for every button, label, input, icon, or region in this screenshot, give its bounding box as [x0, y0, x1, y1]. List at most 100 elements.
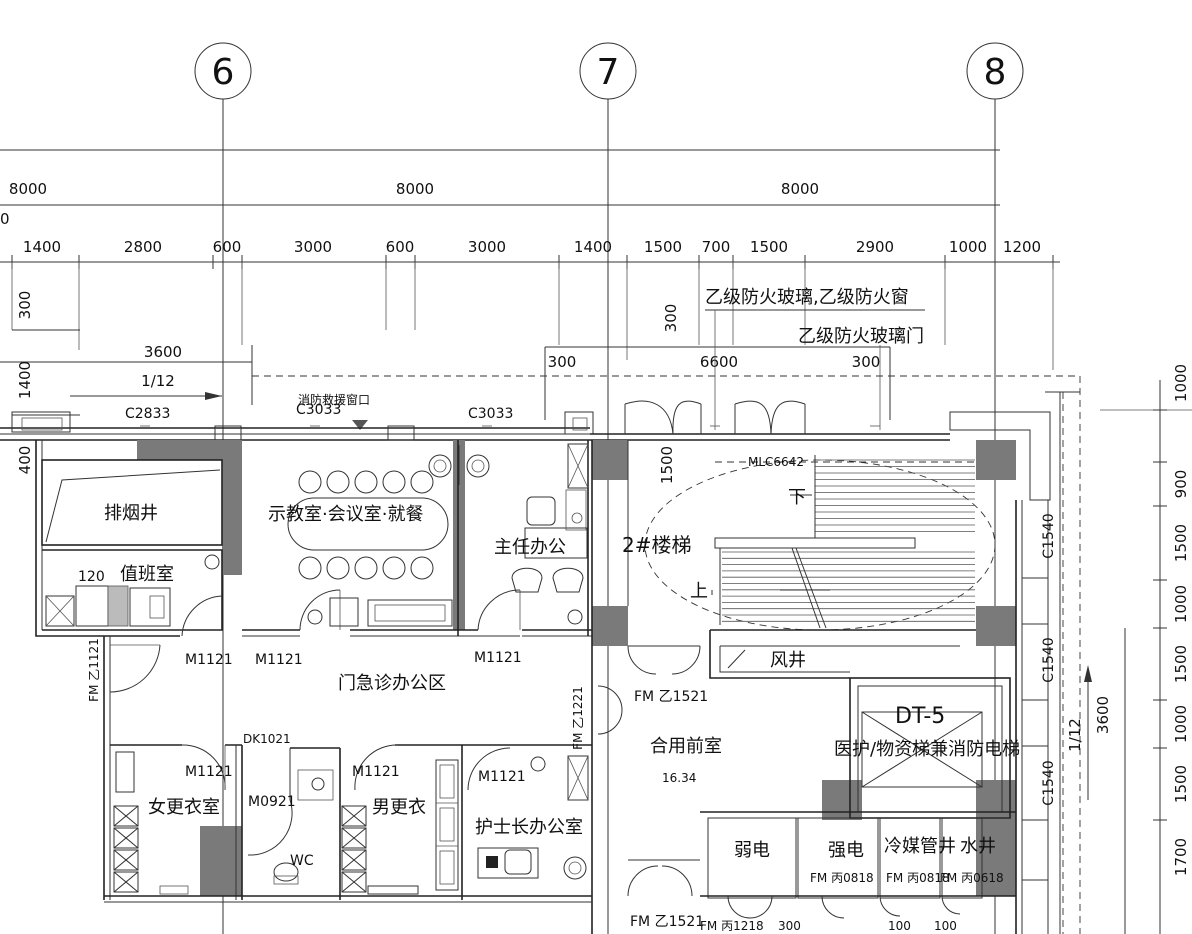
axis-label-7: 7: [597, 52, 620, 93]
dim-left-partial: 0: [0, 210, 10, 228]
dim-sub-10: 1500: [750, 238, 788, 256]
chair-icon: [410, 470, 434, 494]
room-director-office: 主任办公: [494, 537, 566, 558]
room-teaching: 示教室·会议室·就餐: [268, 504, 423, 525]
door-tag-m1121-b: M1121: [255, 652, 303, 668]
dim-sub-7: 1400: [574, 238, 612, 256]
dim-300-vertical: 300: [16, 291, 34, 320]
room-water-shaft: 水井: [960, 836, 996, 857]
chair-icon: [382, 556, 406, 580]
locker-icon: [113, 805, 139, 827]
dim-sub-13: 1200: [1003, 238, 1041, 256]
dim-sub-3: 600: [213, 238, 242, 256]
door-tag-m1121-c: M1121: [474, 650, 522, 666]
door-tag-bottom-d: 100: [934, 919, 957, 933]
walls: [35, 440, 1049, 934]
dim-300-top-vertical: 300: [662, 304, 680, 333]
door-tag-fm-0818-a: FM 丙0818: [810, 871, 874, 885]
door-tag-fm-1121: FM 乙1121: [87, 638, 101, 702]
door-tag-m1121-a: M1121: [185, 652, 233, 668]
door-tag-bottom-c: 100: [888, 919, 911, 933]
dim-1500-vertical: 1500: [658, 446, 676, 484]
dim-400-vertical: 400: [16, 446, 34, 475]
dim-sub-9: 700: [702, 238, 731, 256]
chair-icon: [382, 470, 406, 494]
locker-icon: [341, 827, 367, 849]
window-tag-c1540-b: C1540: [1041, 637, 1057, 682]
dim-sub-4: 3000: [294, 238, 332, 256]
chair-icon: [298, 556, 322, 580]
door-tag-fm-0818-b: FM 丙0818: [886, 871, 950, 885]
note-rescue-window: 消防救援窗口: [298, 392, 370, 407]
window-tag-c2833: C2833: [125, 406, 170, 422]
chair-icon: [354, 556, 378, 580]
locker-icon: [113, 871, 139, 893]
dim-3600: 3600: [144, 343, 182, 361]
door-swings: [109, 589, 961, 919]
room-lobby-area: 16.34: [662, 771, 696, 785]
door-tag-bottom-a: FM 丙1218: [700, 919, 764, 933]
dim-1400-vertical: 1400: [16, 361, 34, 399]
elevator-id: DT-5: [895, 704, 945, 729]
door-tag-fm-0618: FM 丙0618: [940, 871, 1004, 885]
locker-icon: [113, 827, 139, 849]
facade-window-strip: C2833 C3033 C3033 MLC6642: [0, 391, 1080, 934]
dim-right-6: 1000: [1172, 705, 1190, 743]
door-tag-bottom-b: 300: [778, 919, 801, 933]
dim-sub-5: 600: [386, 238, 415, 256]
room-air-shaft: 风井: [770, 650, 806, 671]
dim-sub-6: 3000: [468, 238, 506, 256]
window-tag-c3033-a: C3033: [296, 402, 341, 418]
dim-slope-1-12: 1/12: [141, 372, 175, 390]
dim-right-7: 1500: [1172, 765, 1190, 803]
dim-right-2: 900: [1172, 470, 1190, 499]
conference-table: [287, 497, 449, 551]
dim-right-3600: 3600: [1094, 696, 1112, 734]
dim-300-a: 300: [548, 353, 577, 371]
window-tag-c3033-b: C3033: [468, 406, 513, 422]
door-tag-m0921: M0921: [248, 794, 296, 810]
elevator-name: 医护/物资梯兼消防电梯: [834, 739, 1020, 760]
room-emergency-office: 门急诊办公区: [338, 673, 446, 694]
dim-6600: 6600: [700, 353, 738, 371]
locker-icon: [341, 849, 367, 871]
dim-right-slope: 1/12: [1066, 718, 1084, 752]
stair-down-label: 下: [788, 487, 806, 508]
room-labels: 排烟井 值班室 120 示教室·会议室·就餐 主任办公 2#楼梯 下 上 风井 …: [78, 487, 1020, 869]
dim-right-5: 1500: [1172, 645, 1190, 683]
door-tag-m1121-d: M1121: [185, 764, 233, 780]
dim-sub-2: 2800: [124, 238, 162, 256]
dim-sub-12: 1000: [949, 238, 987, 256]
stair-up-label: 上: [690, 581, 708, 602]
note-fire-glass-window: 乙级防火玻璃,乙级防火窗: [705, 287, 909, 308]
chair-icon: [326, 470, 350, 494]
axis-label-8: 8: [984, 52, 1007, 93]
room-wc: WC: [290, 853, 314, 869]
dim-right-8: 1700: [1172, 838, 1190, 876]
dimension-chains: 8000 8000 8000 0 1400 2800 600 3000 600 …: [0, 143, 1192, 934]
dim-right-3: 1500: [1172, 524, 1190, 562]
room-women-locker: 女更衣室: [148, 797, 220, 818]
fire-notes: 乙级防火玻璃,乙级防火窗 乙级防火玻璃门 消防救援窗口: [298, 287, 925, 430]
door-tag-fm-1221: FM 乙1221: [571, 686, 585, 750]
chair-icon: [298, 470, 322, 494]
room-men-locker: 男更衣: [372, 797, 426, 818]
locker-icon: [341, 871, 367, 893]
room-stair-2: 2#楼梯: [622, 533, 691, 557]
dim-300-b: 300: [852, 353, 881, 371]
sink-icon-2: [466, 454, 490, 478]
chair-icon: [354, 470, 378, 494]
door-tags: M1121 M1121 M1121 M1121 M1121 M1121 M092…: [87, 638, 1004, 933]
stair-dashed-ellipse: [644, 459, 996, 631]
room-duty: 值班室: [120, 564, 174, 585]
door-tag-mlc6642: MLC6642: [748, 455, 804, 469]
window-tag-c1540-a: C1540: [1041, 513, 1057, 558]
door-tag-fm-1521-b: FM 乙1521: [630, 914, 704, 930]
dim-sub-8: 1500: [644, 238, 682, 256]
door-tag-m1121-f: M1121: [478, 769, 526, 785]
room-shared-lobby: 合用前室: [650, 736, 722, 757]
stair: [711, 455, 975, 629]
furniture: [45, 443, 746, 895]
chair-icon: [410, 556, 434, 580]
